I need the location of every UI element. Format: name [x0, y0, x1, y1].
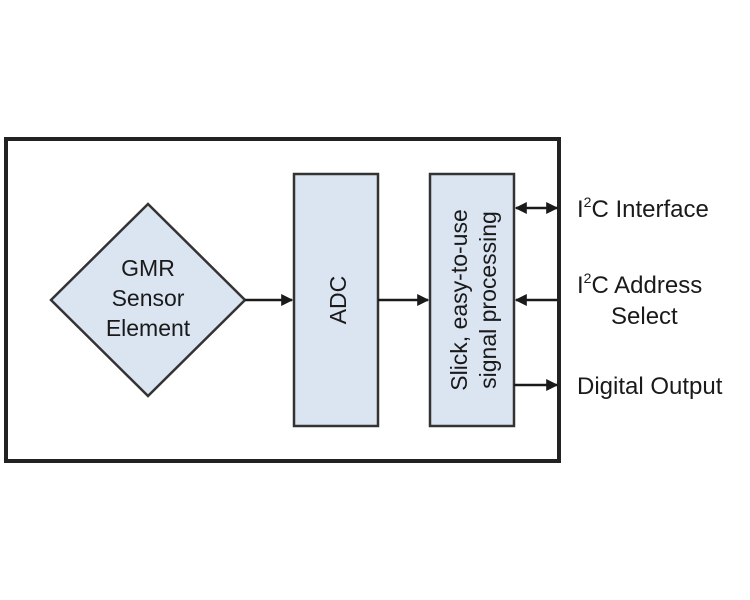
device-frame [4, 137, 561, 463]
i2c-address-label: I2C Address [577, 270, 702, 299]
processing-label-line1: Slick, easy-to-use [446, 209, 472, 391]
i2c-address-label-line2: Select [611, 303, 678, 330]
adc-block [292, 172, 380, 428]
digital-output-label: Digital Output [577, 373, 723, 400]
adc-label: ADC [325, 276, 351, 325]
processing-label-line2: signal processing [475, 211, 501, 389]
signal-processing-block [428, 172, 516, 428]
gmr-label-line2: Sensor [112, 285, 185, 311]
gmr-label-line3: Element [106, 315, 191, 341]
gmr-label-line1: GMR [121, 255, 175, 281]
gmr-sensor-diamond [49, 202, 247, 398]
i2c-interface-label: I2C Interface [577, 194, 709, 223]
